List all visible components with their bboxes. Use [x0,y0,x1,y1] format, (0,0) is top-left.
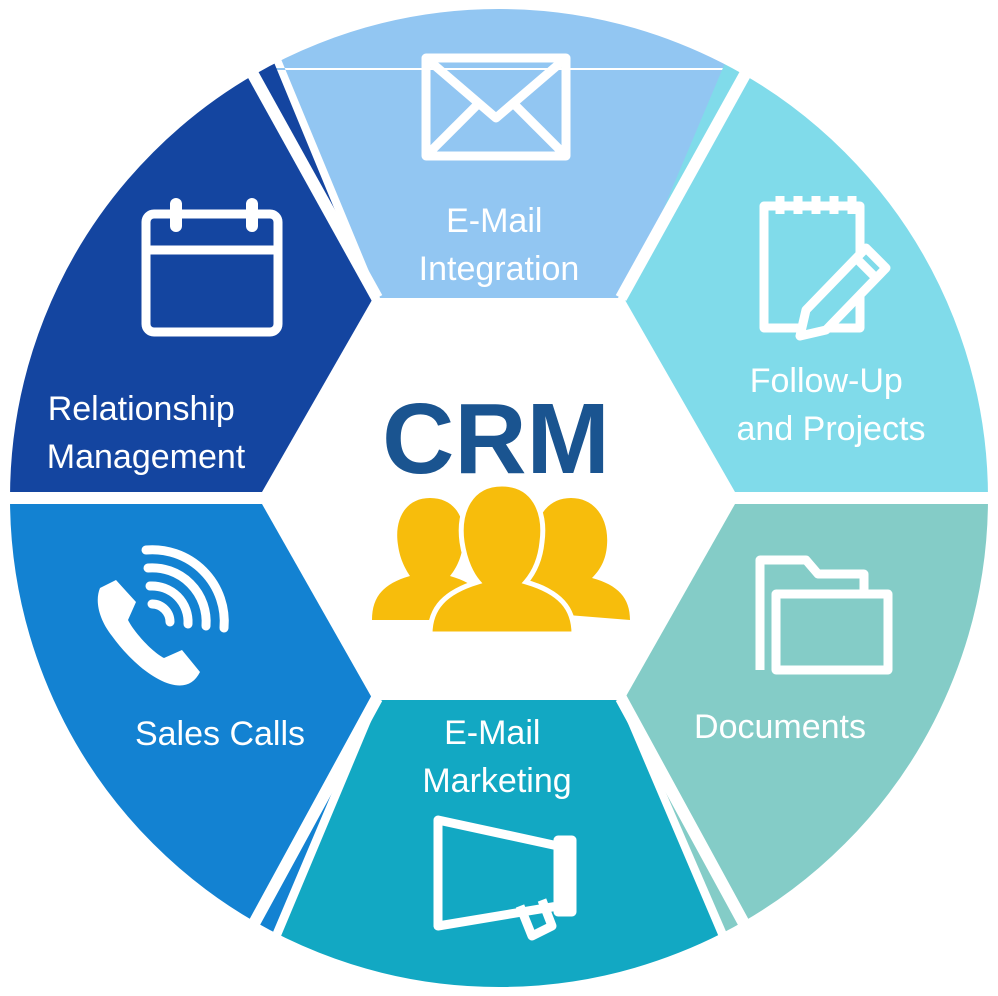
phone-icon [97,545,229,686]
people-group-icon [372,481,630,637]
folder-icon [755,555,893,675]
label-email-marketing: E-Mail Marketing [422,714,571,800]
center-title: CRM [382,383,610,495]
outer-ring [8,7,990,989]
label-follow-up-projects: Follow-Up and Projects [737,362,926,448]
segment-dividers [9,57,989,943]
envelope-icon [421,53,571,161]
label-relationship-management: Relationship Management [47,390,246,476]
megaphone-icon [433,815,577,941]
label-email-integration: E-Mail Integration [419,202,580,288]
segment-email-integration[interactable] [240,0,760,298]
label-documents: Documents [694,708,866,746]
notepad-pencil-icon [759,196,891,341]
calendar-icon [141,198,283,337]
segment-email-marketing[interactable] [250,700,750,996]
label-sales-calls: Sales Calls [135,715,305,753]
